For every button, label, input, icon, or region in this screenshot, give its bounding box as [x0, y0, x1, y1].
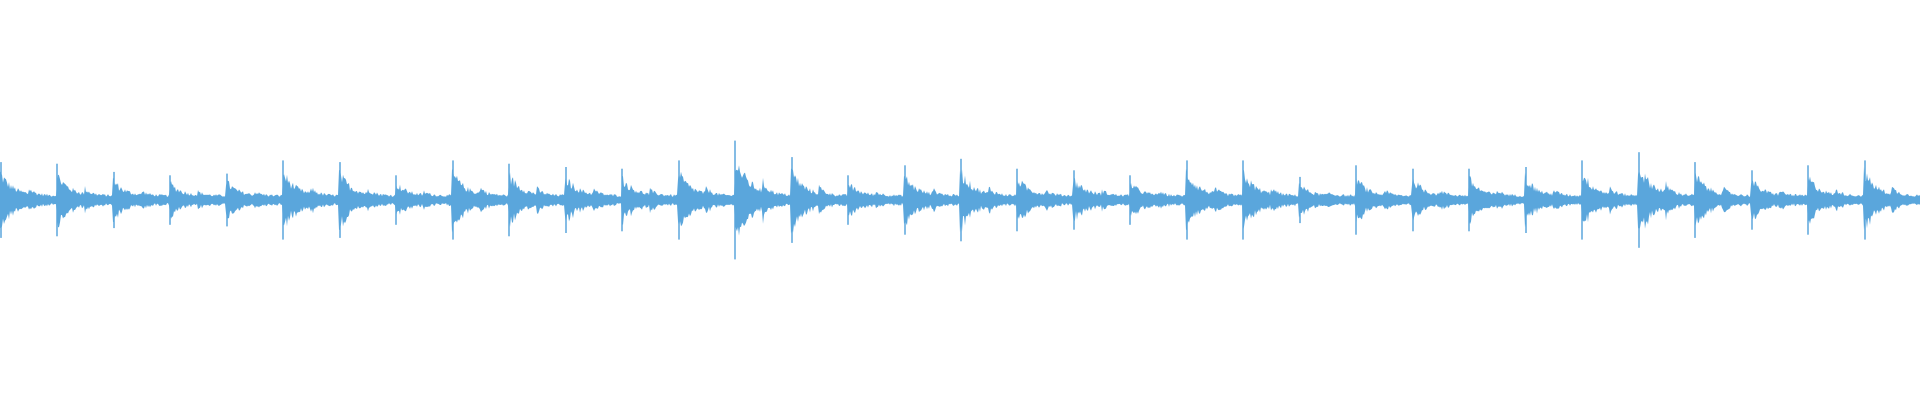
waveform-shape	[0, 165, 1920, 236]
waveform-envelope	[0, 140, 1920, 260]
